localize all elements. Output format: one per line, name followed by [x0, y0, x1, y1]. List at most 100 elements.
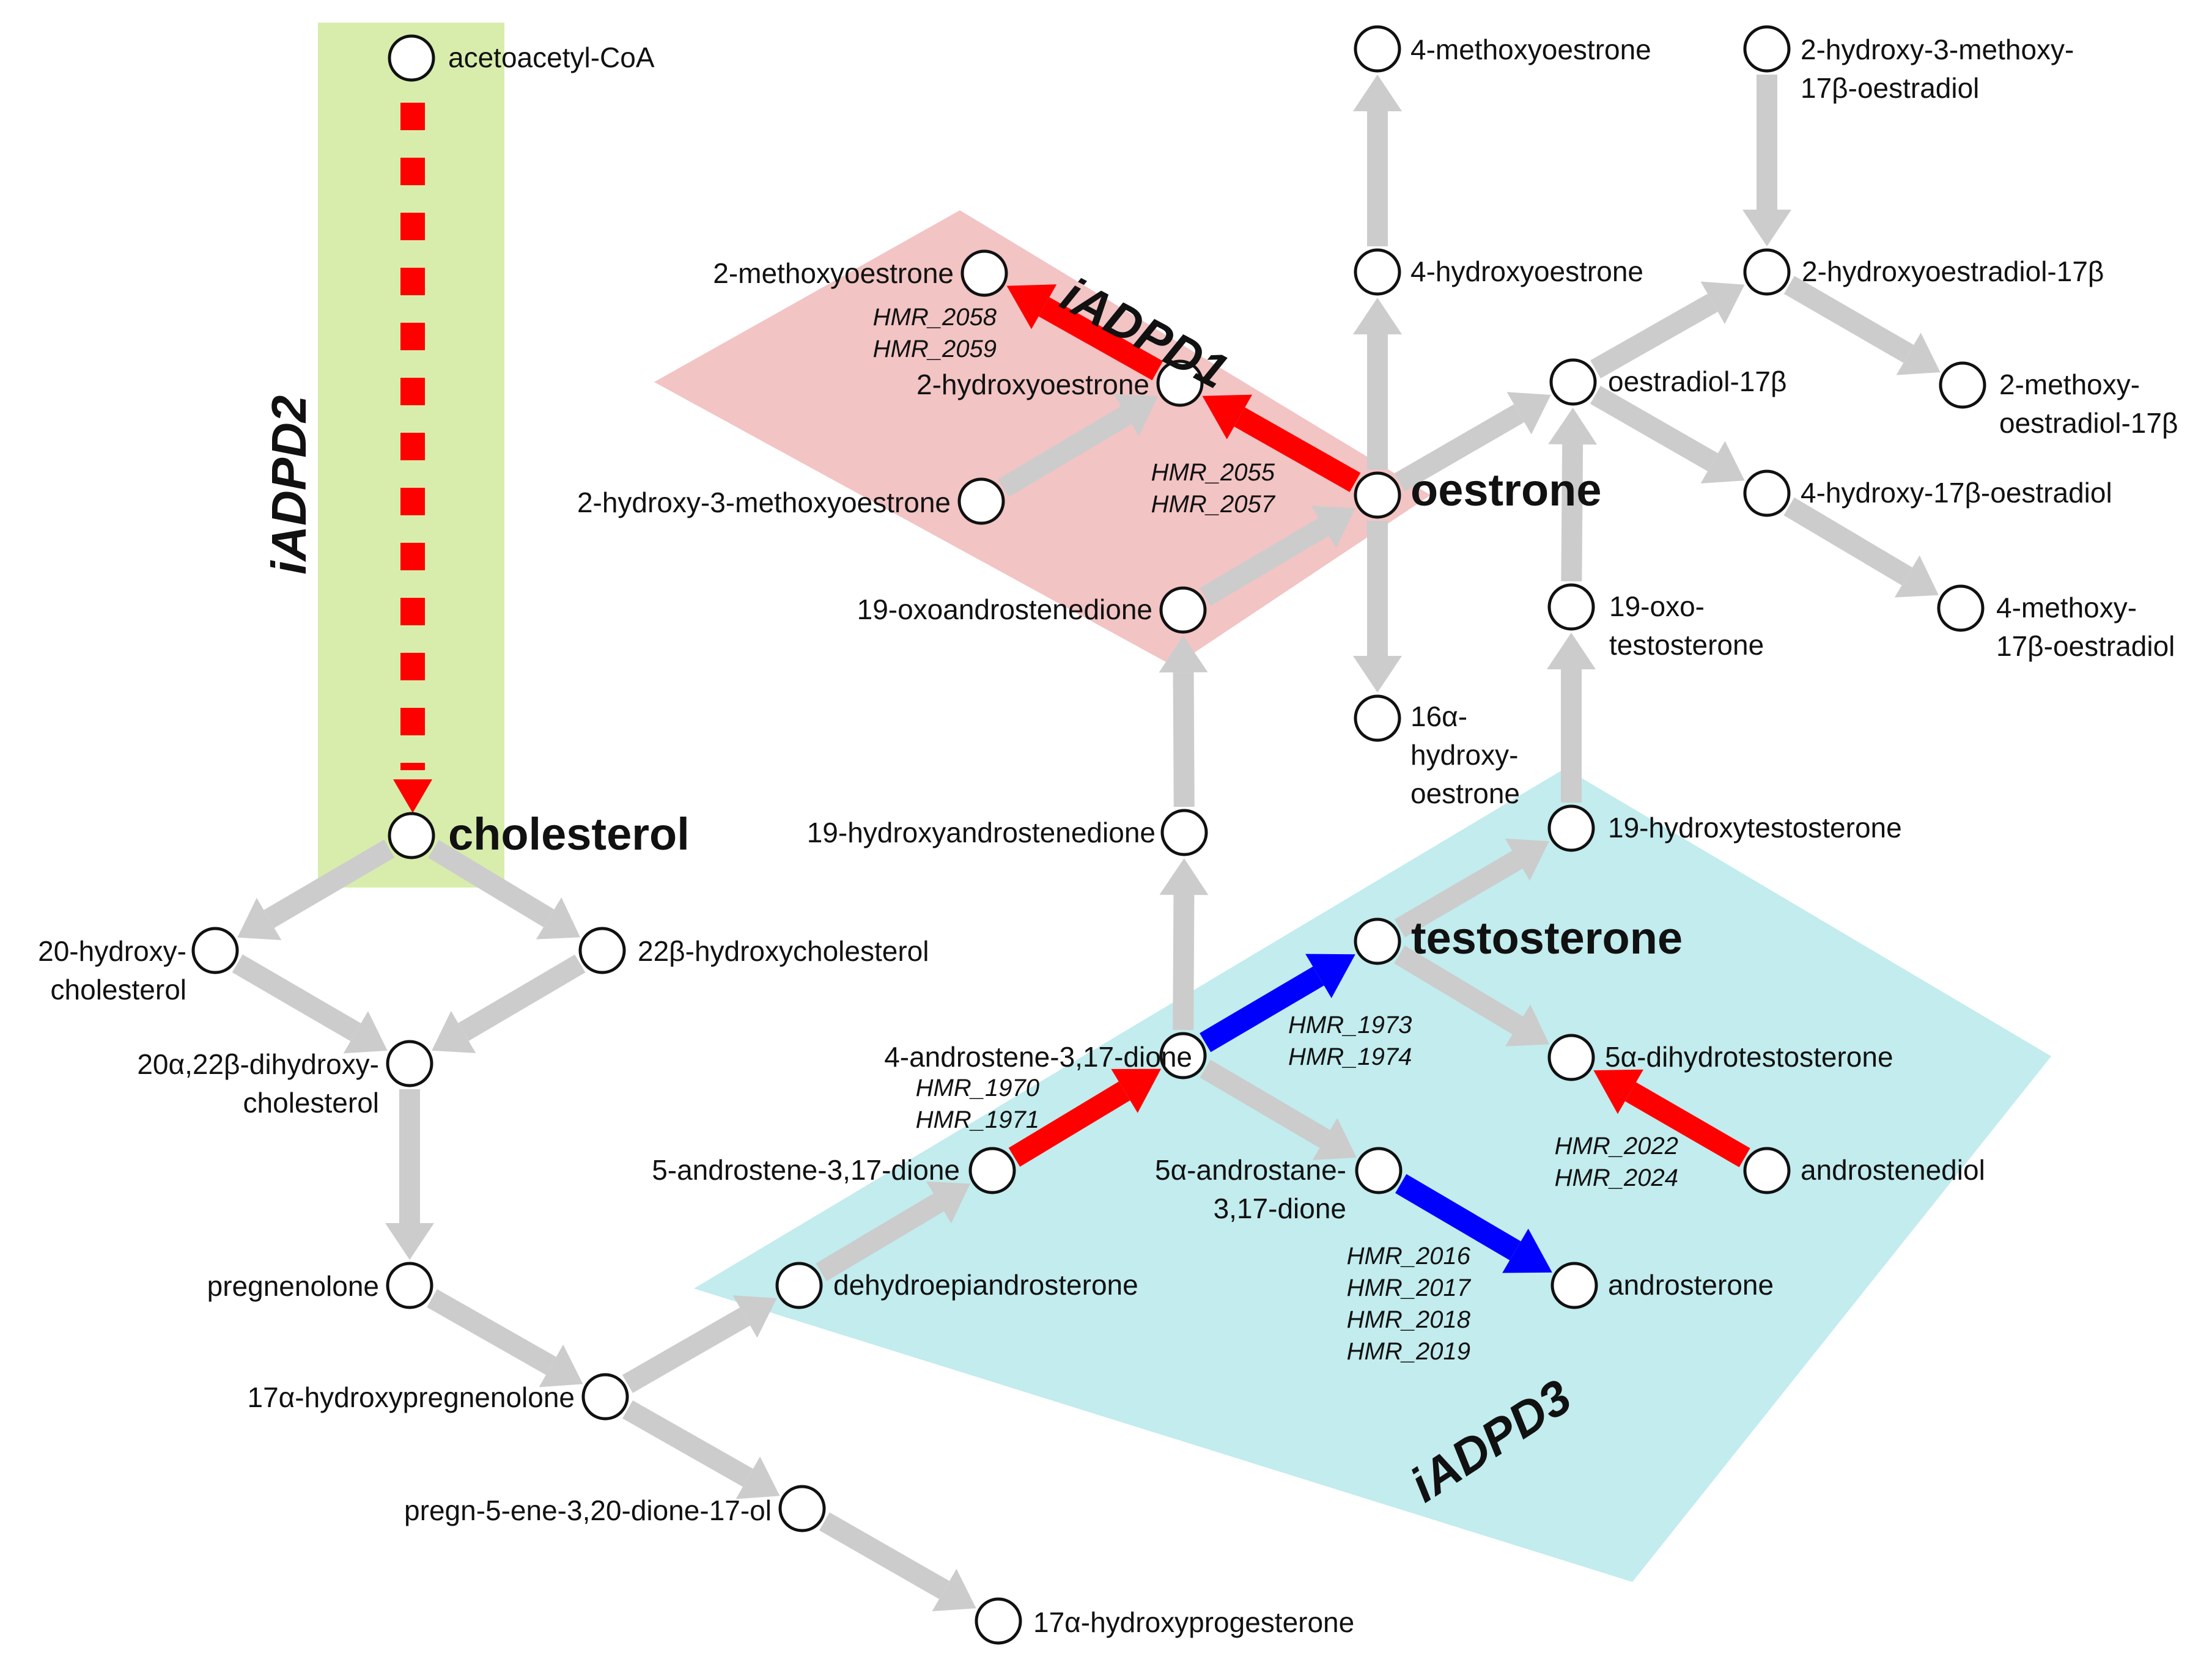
arrow-4-androstene-to-testosterone: [1200, 954, 1355, 1053]
node-ho2: [1156, 359, 1204, 407]
node-dhea: [775, 1262, 823, 1309]
arrow-4-androstene-to-testosterone-head: [1305, 954, 1355, 998]
label-pregnenolone: pregnenolone: [207, 1270, 379, 1302]
arrow-hoe2-to-moe2: [1783, 276, 1941, 375]
arrow-hpreg17-to-dhea-head: [732, 1295, 777, 1338]
arrow-hc20-to-dihc-head: [343, 1011, 388, 1054]
node-hmoe2: [1743, 25, 1791, 73]
arrow-oxoT19-to-oestradiol: [1548, 407, 1598, 582]
arrow-androstenediol-to-dht: [1593, 1069, 1750, 1167]
label-16a-hydroxyoestrone-line3: oestrone: [1410, 778, 1520, 809]
iadpd2-arrow-head: [393, 779, 432, 813]
arrow-ht19-to-oxoT19: [1547, 633, 1596, 803]
arrow-hpreg17-to-pregnDione-shaft: [622, 1400, 753, 1487]
label-2-hydroxy-3-methoxy-oestradiol-line2: 17β-oestradiol: [1801, 72, 1979, 104]
arrow-5-androstene-to-4-androstene-head: [1111, 1068, 1162, 1113]
arrow-ho4-to-mo4: [1353, 75, 1402, 246]
label-19-hydroxytestosterone: 19-hydroxytestosterone: [1608, 812, 1902, 844]
arrow-hAnd19-to-oxoAnd19: [1159, 635, 1208, 807]
label-2-hydroxyoestradiol: 2-hydroxyoestradiol-17β: [1802, 256, 2104, 287]
label-dihydroxycholesterol-line1: 20α,22β-dihydroxy-: [137, 1048, 379, 1080]
node-dihc: [386, 1040, 433, 1087]
label-2-hydroxy-3-methoxyoestrone: 2-hydroxy-3-methoxyoestrone: [577, 487, 951, 518]
node-oestrone: [1354, 471, 1401, 519]
arrow-oestradiol-to-hoe4: [1590, 386, 1745, 484]
arrow-oestrone-to-ho16-head: [1353, 656, 1402, 693]
arrow-2-hydroxyoestrone-to-2-methoxyoestrone: [1006, 284, 1163, 381]
enzyme-hmr-2018: HMR_2018: [1347, 1306, 1471, 1333]
enzyme-labels: HMR_2058 HMR_2059 HMR_2055 HMR_2057 HMR_…: [873, 304, 1678, 1365]
label-5a-androstanedione-line2: 3,17-dione: [1214, 1193, 1346, 1224]
label-22b-hydroxycholesterol: 22β-hydroxycholesterol: [638, 935, 929, 967]
arrow-and4-to-androstanedione-shaft: [1200, 1059, 1330, 1148]
arrow-androstanedione-to-androsterone-shaft: [1395, 1174, 1521, 1260]
arrow-oestrone-to-2-hydroxyoestrone-shaft: [1234, 407, 1361, 492]
arrow-pregnDione-to-hprog17: [819, 1512, 976, 1611]
node-ht19: [1547, 804, 1595, 852]
gray-reaction-arrows: [232, 75, 1941, 1611]
region-iadpd1: [654, 210, 1431, 666]
label-cholesterol: cholesterol: [448, 809, 690, 859]
label-16a-hydroxyoestrone-line2: hydroxy-: [1410, 739, 1518, 771]
label-testosterone: testosterone: [1411, 913, 1683, 963]
arrow-and4-to-androstanedione-head: [1312, 1117, 1357, 1160]
arrow-hc22b-to-dihc-shaft: [458, 954, 586, 1042]
arrow-ht19-to-oxoT19-head: [1547, 633, 1596, 669]
label-pregn-dione-ol: pregn-5-ene-3,20-dione-17-ol: [404, 1495, 772, 1526]
arrow-oestrone-to-ho4: [1353, 298, 1402, 469]
arrow-androstenediol-to-dht-shaft: [1624, 1082, 1750, 1167]
node-ho4: [1354, 248, 1401, 296]
label-dehydroepiandrosterone: dehydroepiandrosterone: [833, 1269, 1138, 1301]
node-hc20: [191, 927, 239, 974]
label-19-oxotestosterone-line2: testosterone: [1609, 629, 1764, 661]
arrow-testosterone-to-dht: [1394, 946, 1549, 1046]
enzyme-hmr-2057: HMR_2057: [1151, 491, 1276, 518]
arrow-oestrone-to-ho16: [1353, 521, 1402, 693]
arrow-cholesterol-to-hc22b: [428, 840, 581, 939]
node-pregnDione: [778, 1485, 826, 1532]
label-4-methoxyoestrone: 4-methoxyoestrone: [1410, 34, 1651, 65]
enzyme-hmr-2022: HMR_2022: [1555, 1133, 1678, 1160]
node-testosterone: [1354, 917, 1401, 965]
arrow-hc20-to-dihc-shaft: [232, 954, 361, 1042]
arrow-oxoT19-to-oestradiol-head: [1548, 407, 1598, 445]
node-hoe4: [1743, 469, 1791, 517]
arrow-testosterone-to-dht-shaft: [1394, 946, 1524, 1035]
arrow-hoe4-to-moe4: [1783, 497, 1939, 598]
arrow-oestradiol-to-hoe2: [1590, 281, 1745, 379]
label-4-androstene-dione: 4-androstene-3,17-dione: [884, 1041, 1192, 1073]
enzyme-hmr-2019: HMR_2019: [1347, 1338, 1470, 1365]
enzyme-hmr-1973: HMR_1973: [1288, 1012, 1412, 1039]
arrow-oestrone-to-2-hydroxyoestrone-head: [1202, 394, 1253, 439]
node-cholesterol: [388, 812, 435, 859]
iadpd2-dashed-path: [393, 103, 432, 813]
arrow-testosterone-to-ht19: [1394, 838, 1549, 938]
arrow-hmoe2-to-hoe2-head: [1742, 210, 1791, 246]
label-oestradiol-17b: oestradiol-17β: [1608, 366, 1786, 397]
arrow-cholesterol-to-hc20-shaft: [264, 839, 395, 928]
arrow-and4-to-hAnd19-head: [1159, 858, 1209, 895]
label-17a-hydroxyprogesterone: 17α-hydroxyprogesterone: [1033, 1606, 1354, 1638]
arrow-hoe4-to-moe4-head: [1894, 555, 1939, 598]
label-20-hydroxycholesterol-line2: cholesterol: [51, 974, 186, 1006]
label-4-hydroxyoestrone: 4-hydroxyoestrone: [1410, 256, 1643, 287]
arrow-hmo-to-ho2-shaft: [998, 406, 1132, 498]
arrow-hpreg17-to-dhea-shaft: [622, 1307, 751, 1393]
node-pregnenolone: [386, 1262, 433, 1309]
arrow-androstanedione-to-androsterone: [1395, 1174, 1552, 1273]
arrow-pregnenolone-to-hpreg17: [427, 1289, 583, 1388]
node-and5: [968, 1147, 1016, 1194]
enzyme-hmr-2017: HMR_2017: [1347, 1274, 1472, 1301]
node-androsterone: [1550, 1262, 1598, 1309]
arrow-5-androstene-to-4-androstene-shaft: [1008, 1081, 1130, 1167]
arrow-oestradiol-to-hoe2-shaft: [1590, 293, 1718, 379]
label-2-methoxyoestradiol-line1: 2-methoxy-: [1999, 369, 2140, 400]
node-acetoacetylCoA: [388, 34, 435, 82]
arrow-oestradiol-to-hoe2-head: [1700, 281, 1745, 325]
arrow-dhea-to-and5: [816, 1181, 970, 1282]
metabolite-labels: acetoacetyl-CoA cholesterol 20-hydroxy- …: [38, 34, 2178, 1638]
label-17a-hydroxypregnenolone: 17α-hydroxypregnenolone: [247, 1381, 575, 1413]
arrow-androstanedione-to-androsterone-head: [1502, 1229, 1552, 1273]
label-19-oxoandrostenedione: 19-oxoandrostenedione: [857, 594, 1152, 625]
